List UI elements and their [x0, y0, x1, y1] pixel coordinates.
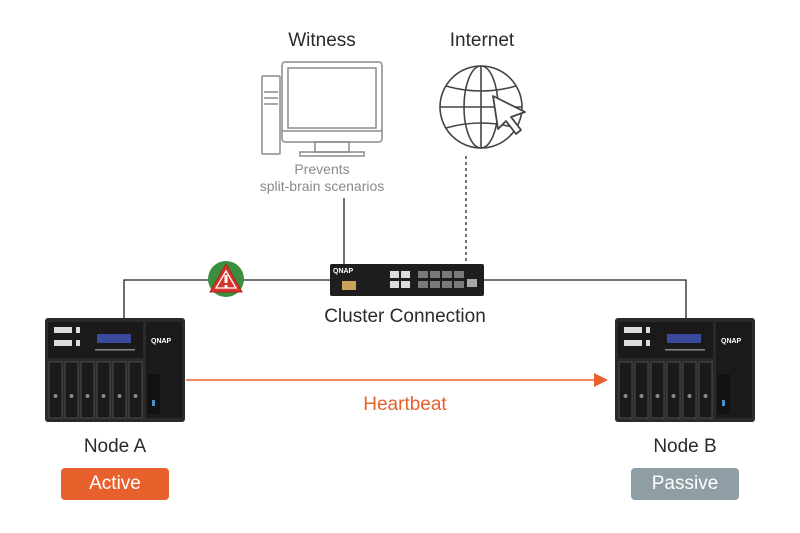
heartbeat-label: Heartbeat [363, 394, 447, 415]
cluster-connection-lines [123, 156, 687, 318]
heartbeat-arrow [186, 373, 608, 387]
nas-server-icon: QNAP [45, 318, 185, 422]
nas-server-icon: QNAP [615, 318, 755, 422]
node-a-brand-label: QNAP [151, 338, 172, 345]
node-a-status-badge: Active [61, 468, 169, 500]
cluster-connection-label: Cluster Connection [324, 306, 486, 327]
firewall-warning-icon [208, 261, 244, 297]
node-a-title: Node A [83, 436, 147, 457]
desktop-computer-icon [261, 61, 383, 157]
internet-title: Internet [449, 30, 515, 51]
node-b-brand-label: QNAP [721, 338, 742, 345]
switch-brand-label: QNAP [333, 268, 354, 275]
node-b-title: Node B [653, 436, 717, 457]
witness-description-line2: split-brain scenarios [259, 178, 385, 194]
witness-title: Witness [288, 30, 356, 51]
network-switch-icon: QNAP [330, 264, 484, 296]
witness-description: Prevents split-brain scenarios [232, 161, 412, 195]
witness-description-line1: Prevents [294, 161, 350, 177]
node-b-status-badge: Passive [631, 468, 739, 500]
globe-cursor-icon [439, 65, 526, 149]
